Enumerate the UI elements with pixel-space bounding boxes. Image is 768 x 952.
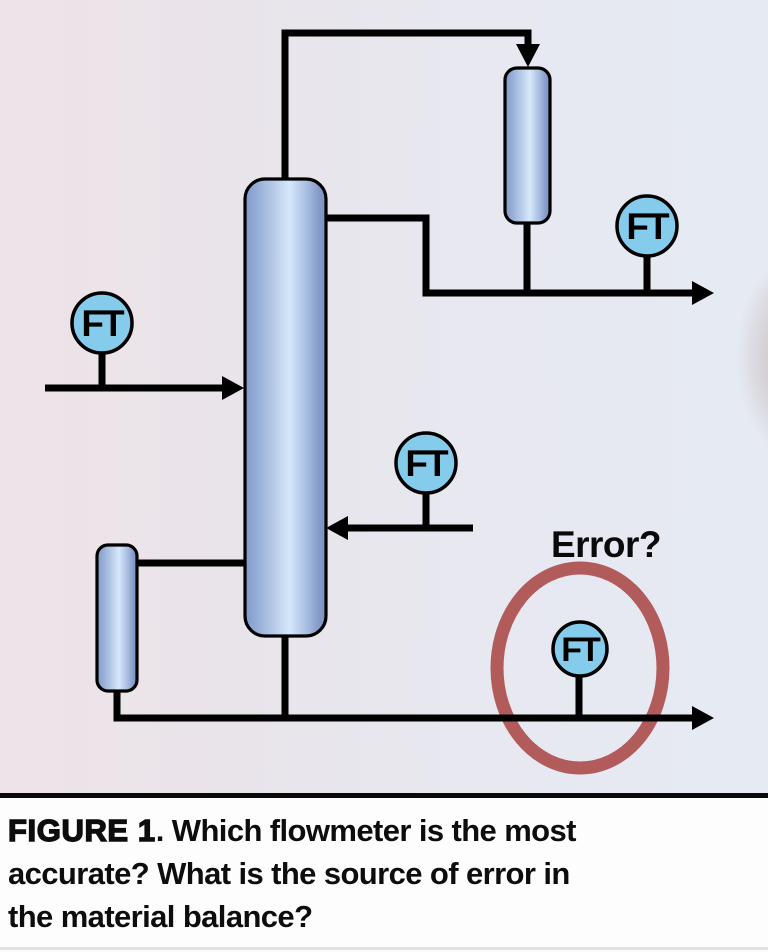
bottoms-arrow xyxy=(692,706,714,730)
flowmeter-side-stream: FT xyxy=(394,431,458,495)
flowmeter-feed: FT xyxy=(70,291,134,355)
distillate-arrow xyxy=(692,281,714,305)
process-flow-diagram: FT FT FT FT Error? xyxy=(0,0,768,793)
side-stream-arrow xyxy=(326,516,348,540)
distillation-column xyxy=(243,177,328,638)
flowmeter-bottoms-circle xyxy=(551,620,609,678)
figure-caption: FIGURE 1. Which flowmeter is the most ac… xyxy=(0,798,768,947)
caption-line1: . Which flowmeter is the most xyxy=(155,813,577,848)
error-highlight-circle xyxy=(490,561,670,775)
flowmeter-distillate: FT xyxy=(615,194,679,258)
error-annotation: Error? xyxy=(551,524,661,565)
condenser-inlet-arrow xyxy=(516,44,540,67)
page-bottom-rule xyxy=(0,947,768,950)
flowmeter-bottoms: FT xyxy=(551,620,609,678)
feed-arrow xyxy=(222,376,244,400)
figure-label: FIGURE 1 xyxy=(7,812,156,848)
flowmeter-bottoms-label: FT xyxy=(561,631,601,669)
flow-arrows xyxy=(222,44,714,730)
piping xyxy=(45,29,695,722)
condenser-vessel xyxy=(503,66,552,225)
caption-text: FIGURE 1. Which flowmeter is the most ac… xyxy=(0,798,768,938)
overhead-vapor-pipe xyxy=(281,29,532,182)
flowmeter-distillate-label: FT xyxy=(626,206,670,247)
caption-line2: accurate? What is the source of error in xyxy=(8,856,570,891)
flowmeter-side-label: FT xyxy=(405,443,449,484)
figure-divider xyxy=(0,793,768,798)
flowmeter-feed-label: FT xyxy=(81,303,125,344)
reboiler-vessel xyxy=(95,543,139,693)
flowmeter-feed-circle xyxy=(70,291,134,355)
photo-fragment xyxy=(736,266,768,448)
flowmeter-side-circle xyxy=(394,431,458,495)
page-bottom-margin xyxy=(0,950,768,952)
flowmeter-distillate-circle xyxy=(615,194,679,258)
reflux-distillate-pipe xyxy=(322,214,695,297)
bottoms-pipe xyxy=(113,687,695,722)
caption-line3: the material balance? xyxy=(8,899,313,934)
